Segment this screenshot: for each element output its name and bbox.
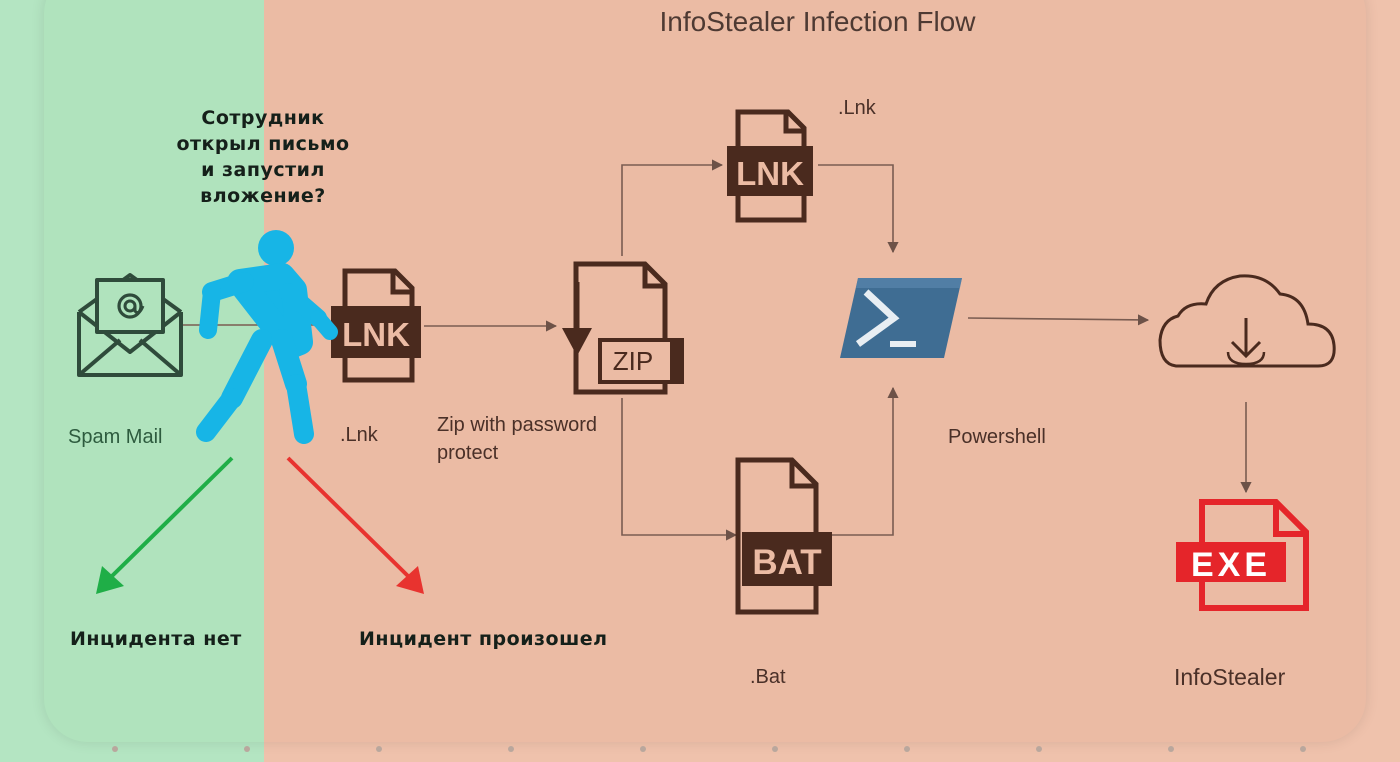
incident-label: Инцидент произошел bbox=[359, 628, 608, 650]
zip-label-line: Zip with password bbox=[437, 414, 598, 436]
powershell-icon bbox=[840, 278, 962, 358]
envelope-at-icon bbox=[77, 273, 183, 377]
lnk-label: .Lnk bbox=[838, 97, 876, 119]
lnk-icon-text: LNK bbox=[342, 316, 410, 353]
connector-powershell-to-cloud bbox=[967, 314, 1150, 326]
dot bbox=[244, 746, 250, 752]
lnk-label: .Lnk bbox=[340, 424, 378, 446]
diagram-title: InfoStealer Infection Flow bbox=[659, 6, 976, 37]
zip-icon-text: ZIP bbox=[613, 346, 653, 376]
bat-file-icon: BAT bbox=[735, 457, 832, 615]
connector-bat-to-powershell bbox=[832, 386, 899, 536]
lnk-icon-text: LNK bbox=[736, 155, 804, 192]
zip-file-icon: ZIP bbox=[562, 261, 684, 395]
dot bbox=[376, 746, 382, 752]
bat-icon-text: BAT bbox=[752, 543, 821, 582]
zip-label-line: protect bbox=[437, 442, 499, 464]
exe-file-icon: EXE bbox=[1176, 499, 1309, 611]
cloud-download-icon bbox=[1158, 274, 1336, 368]
exe-icon-text: EXE bbox=[1191, 546, 1271, 584]
dot bbox=[1036, 746, 1042, 752]
dot bbox=[1168, 746, 1174, 752]
outcome-arrow-green bbox=[96, 456, 234, 594]
danger-zone-panel bbox=[264, 0, 1366, 742]
question-label: Сотрудник открыл письмо и запустил вложе… bbox=[176, 107, 350, 207]
dot bbox=[904, 746, 910, 752]
no-incident-label: Инцидента нет bbox=[70, 628, 242, 650]
dot bbox=[1300, 746, 1306, 752]
infostealer-label: InfoStealer bbox=[1174, 664, 1286, 690]
dot bbox=[508, 746, 514, 752]
bat-label: .Bat bbox=[750, 666, 786, 688]
walking-person-icon bbox=[196, 230, 338, 444]
connector-lnk2-to-powershell bbox=[818, 164, 899, 254]
lnk-file-icon: LNK bbox=[727, 109, 813, 223]
connector-zip-to-bat bbox=[621, 398, 738, 541]
dot bbox=[112, 746, 118, 752]
dot bbox=[640, 746, 646, 752]
zip-label: Zip with password protect bbox=[437, 411, 597, 467]
outcome-arrow-red bbox=[286, 456, 424, 594]
connector-zip-to-lnk2 bbox=[621, 159, 724, 256]
spam-mail-label: Spam Mail bbox=[68, 426, 163, 448]
lnk-file-icon: LNK bbox=[331, 268, 421, 383]
dot bbox=[772, 746, 778, 752]
connectors bbox=[182, 159, 1252, 541]
powershell-label: Powershell bbox=[948, 426, 1046, 448]
